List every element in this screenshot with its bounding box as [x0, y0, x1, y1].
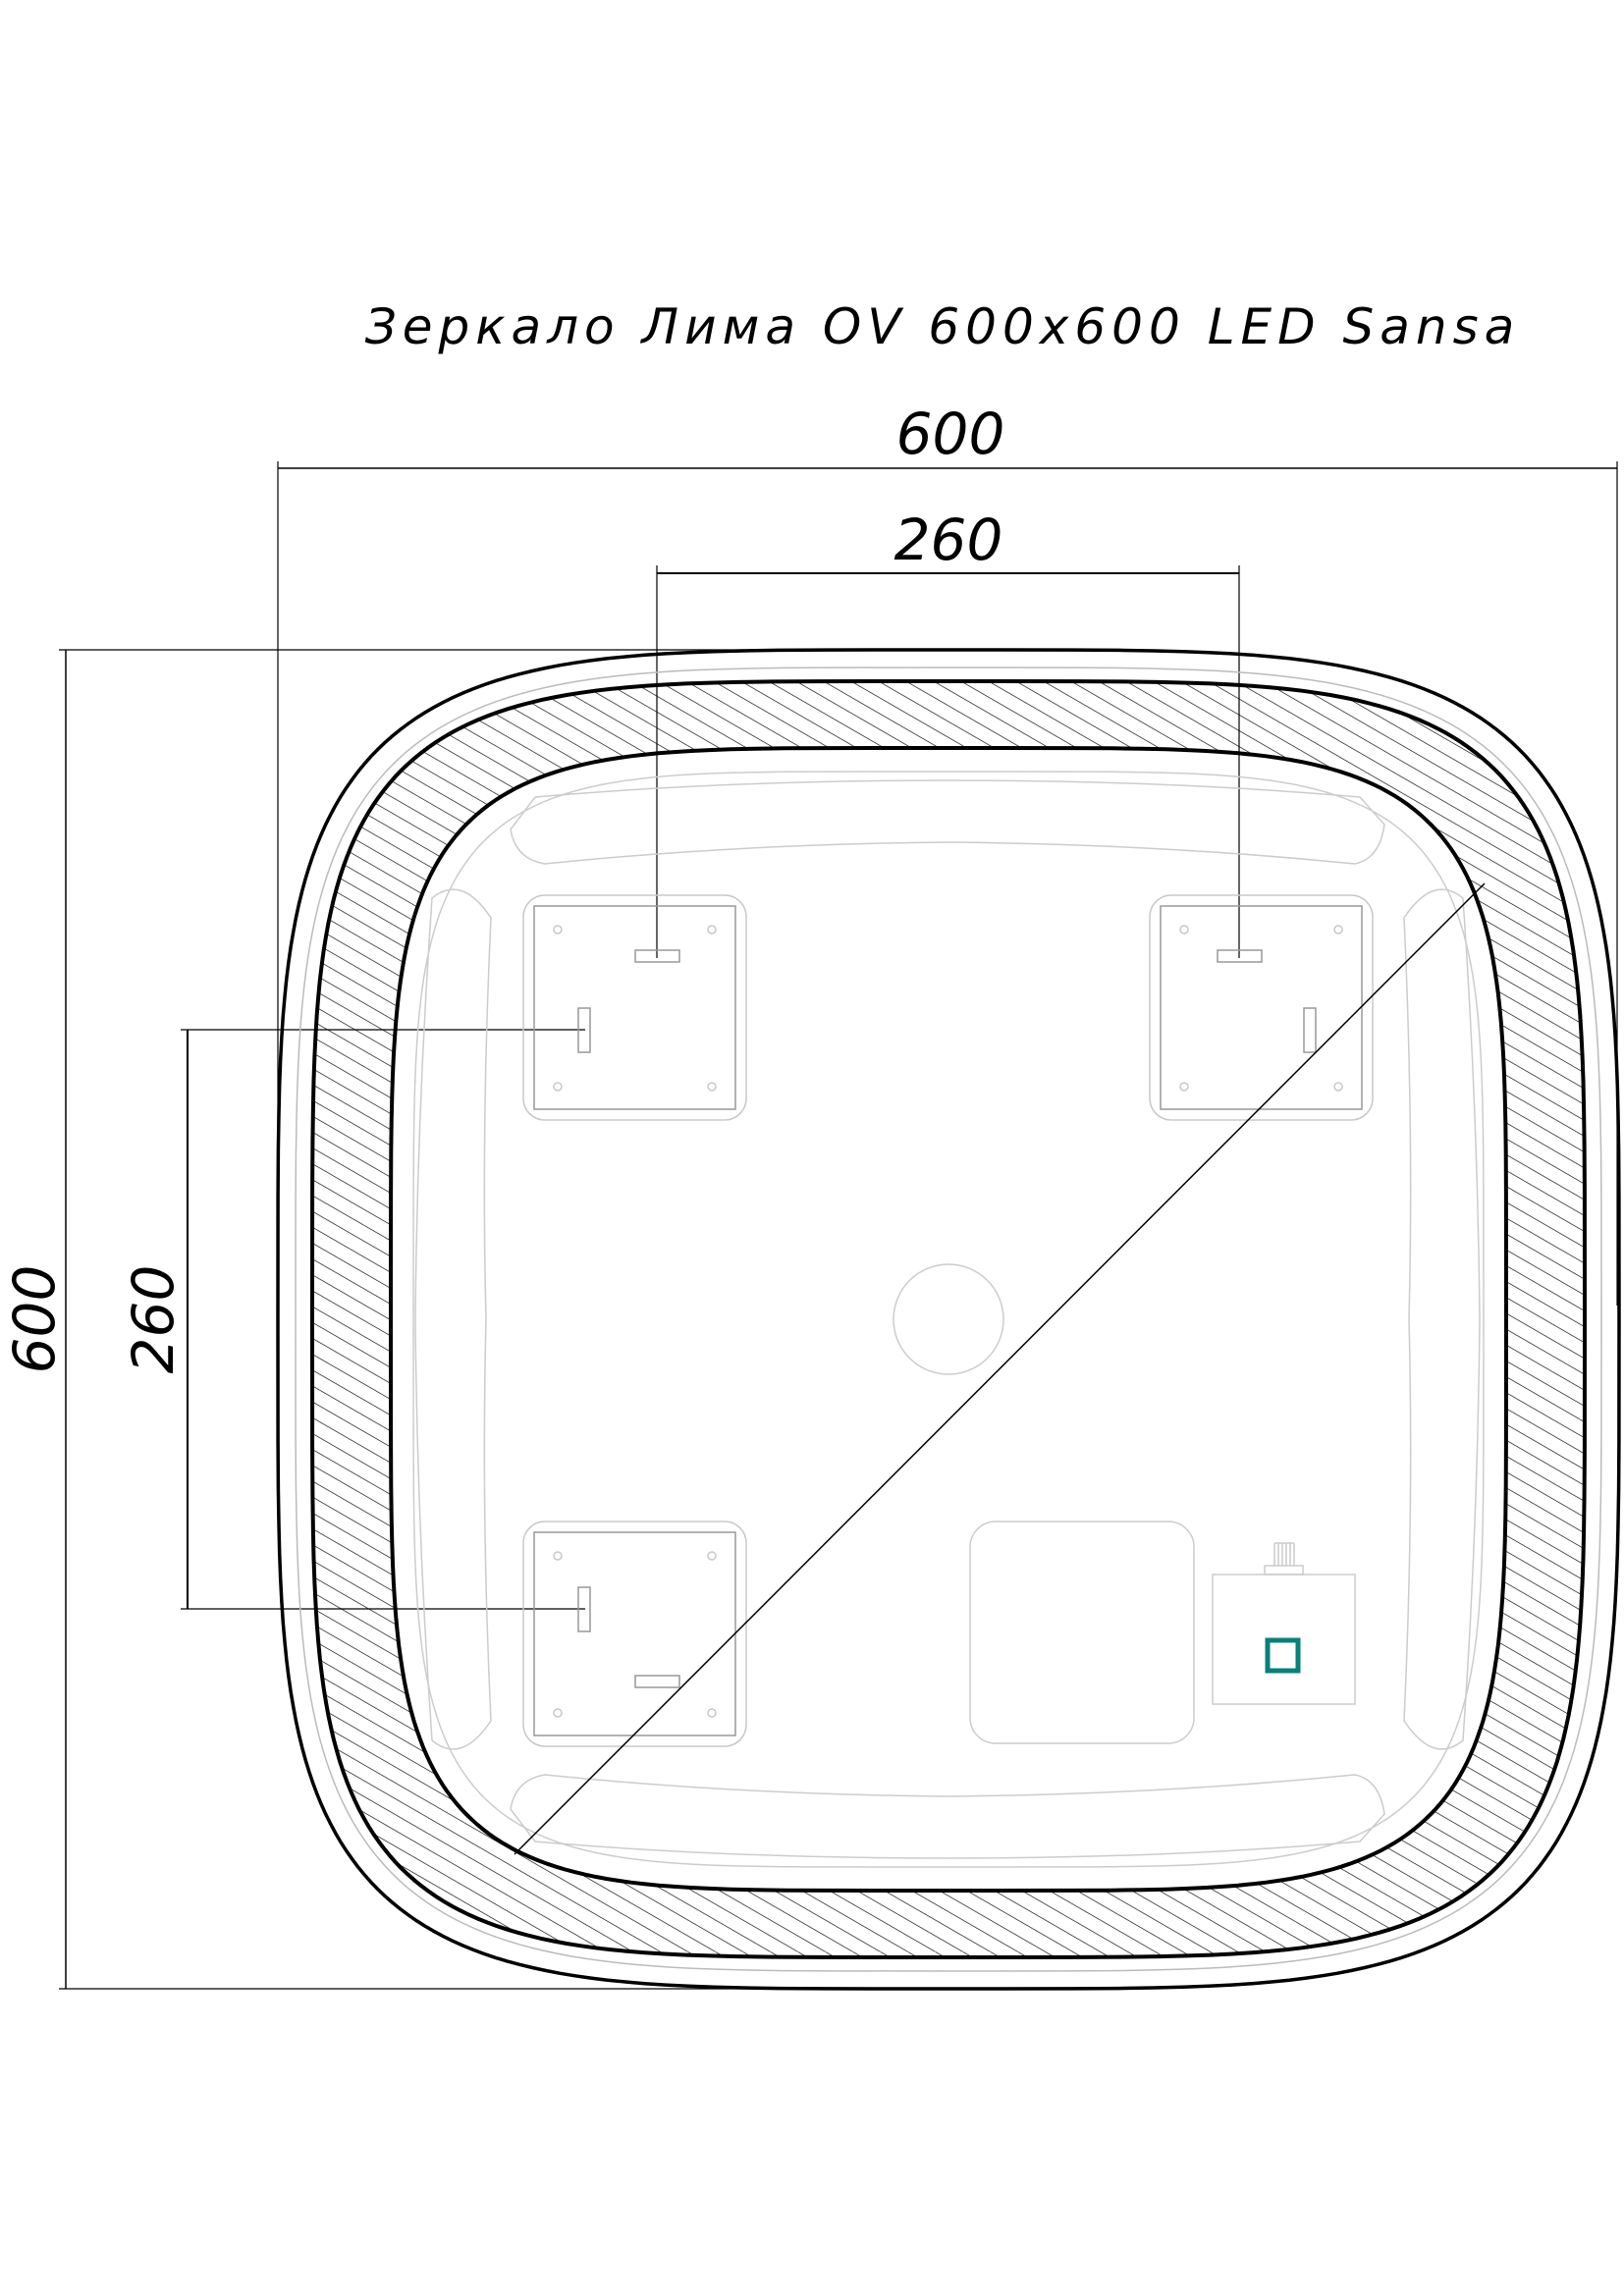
dimension-label-width: 600: [896, 400, 1005, 467]
dimension-label-height: 600: [1, 1265, 68, 1374]
light-strips: [414, 779, 1481, 1859]
mirror-inner-contour: [412, 771, 1485, 1868]
glass-diagonal-line: [514, 882, 1486, 1855]
dimension-label-bracket-vertical: 260: [120, 1265, 187, 1374]
mounting-bracket-bottom-left: [522, 1521, 747, 1747]
dimension-width-600: 600: [277, 400, 1618, 1306]
sensor-switch-module: [1212, 1542, 1356, 1705]
center-hole: [893, 1263, 1004, 1375]
drawing-title: Зеркало Лима OV 600x600 LED Sansa: [365, 298, 1521, 355]
dimension-bracket-horizontal-260: 260: [656, 507, 1240, 958]
power-driver-box: [969, 1521, 1195, 1744]
led-band-hatched: [309, 678, 1588, 1960]
mounting-bracket-top-right: [1149, 894, 1374, 1121]
dimension-bracket-vertical-260: 260: [120, 1029, 585, 1610]
mirror-outer-edge: [276, 648, 1621, 1991]
mounting-bracket-top-left: [522, 894, 747, 1121]
touch-sensor-icon: [1265, 1637, 1301, 1674]
dimension-label-bracket-horizontal: 260: [894, 507, 1003, 573]
mirror-bevel-line: [295, 667, 1602, 1972]
